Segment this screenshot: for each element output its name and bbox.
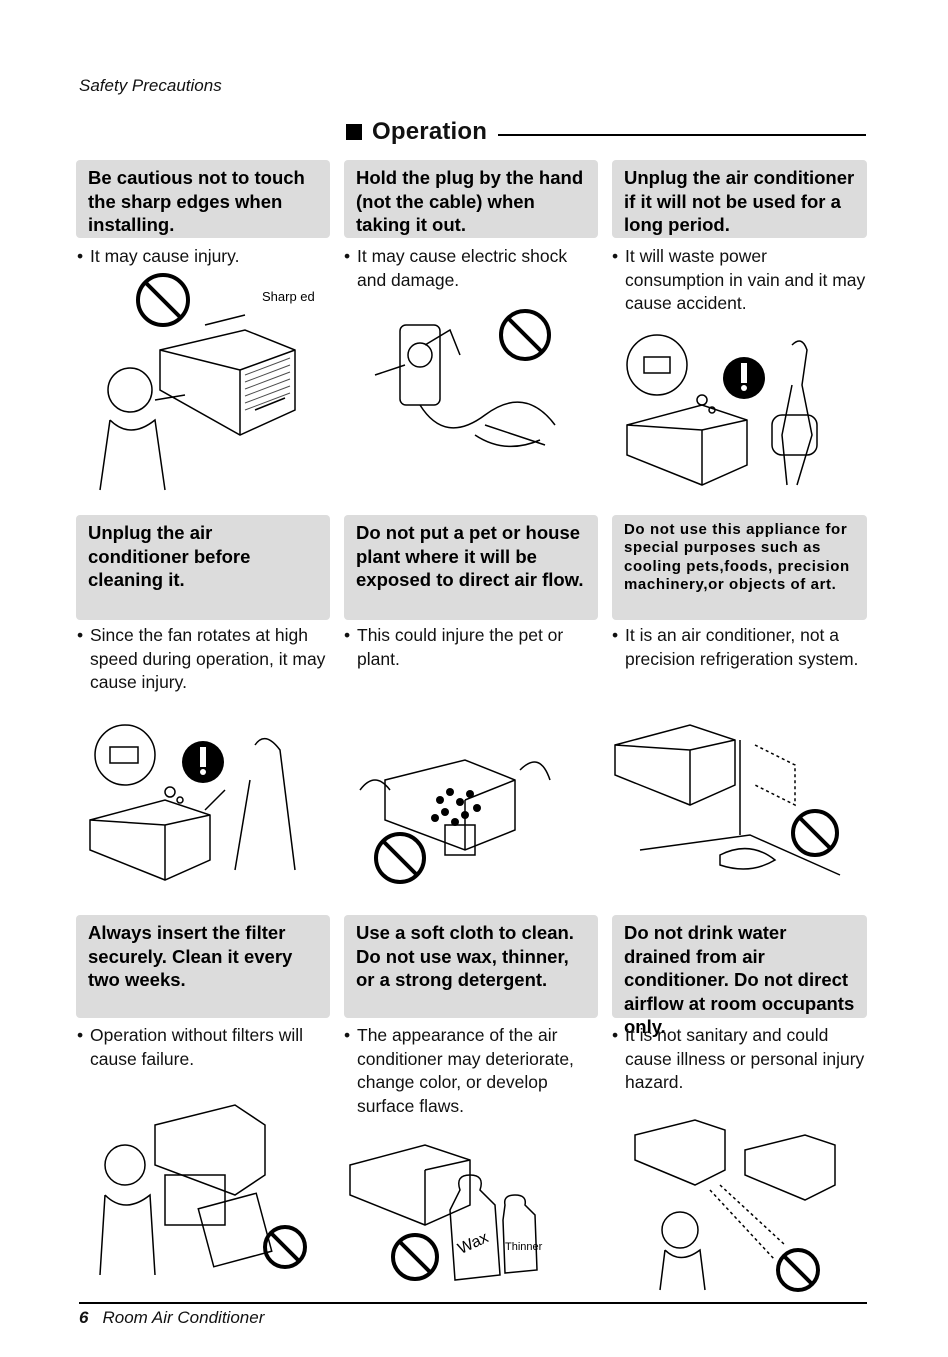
drain-water-illustration (634, 1119, 836, 1292)
item-6-title: Do not use this appliance for special pu… (612, 515, 867, 620)
page-number: 6 (79, 1308, 89, 1327)
pet-plant-illustration (359, 759, 551, 884)
wax-label: Wax (455, 1229, 491, 1258)
footer: 6 Room Air Conditioner (79, 1308, 264, 1328)
section-label: Safety Precautions (79, 76, 222, 95)
item-1-text: •It may cause injury. (77, 246, 240, 266)
item-3-text: •It will waste power consumption in vain… (612, 246, 866, 313)
item-7-text: •Operation without filters will cause fa… (77, 1025, 303, 1069)
item-8-text: •The appearance of the air conditioner m… (344, 1025, 574, 1116)
item-9-title: Do not drink water drained from air cond… (612, 915, 867, 1037)
item-4-title: Unplug the air conditioner before cleani… (76, 515, 330, 620)
item-2-text: •It may cause electric shock and damage. (344, 246, 568, 290)
item-4-text: •Since the fan rotates at high speed dur… (77, 625, 326, 692)
unplug-illustration (626, 334, 818, 486)
item-9-text: •It is not sanitary and could cause illn… (612, 1025, 865, 1092)
item-7-title: Always insert the filter securely. Clean… (76, 915, 330, 1018)
special-purpose-illustration (614, 724, 841, 876)
footer-title: Room Air Conditioner (102, 1308, 265, 1327)
plug-illustration (374, 309, 556, 448)
thinner-label: Thinner (505, 1241, 543, 1253)
sharp-edges-illustration: Sharp edges (99, 273, 315, 491)
item-1-title: Be cautious not to touch the sharp edges… (76, 160, 330, 238)
item-5-title: Do not put a pet or house plant where it… (344, 515, 598, 620)
filter-illustration (99, 1104, 307, 1276)
item-2-title: Hold the plug by the hand (not the cable… (344, 160, 598, 238)
sharp-label: Sharp edges (262, 289, 315, 304)
wax-thinner-illustration: Wax Thinner (349, 1144, 543, 1281)
item-5-text: •This could injure the pet or plant. (344, 625, 564, 669)
heading-rule (498, 134, 866, 136)
item-3-title: Unplug the air conditioner if it will no… (612, 160, 867, 238)
cleaning-illustration (89, 724, 296, 881)
item-8-title: Use a soft cloth to clean. Do not use wa… (344, 915, 598, 1018)
heading-square-icon (346, 124, 362, 140)
item-6-text: •It is an air conditioner, not a precisi… (612, 625, 859, 669)
operation-heading: Operation (346, 118, 487, 146)
operation-title: Operation (372, 118, 488, 145)
footer-rule (79, 1302, 867, 1304)
